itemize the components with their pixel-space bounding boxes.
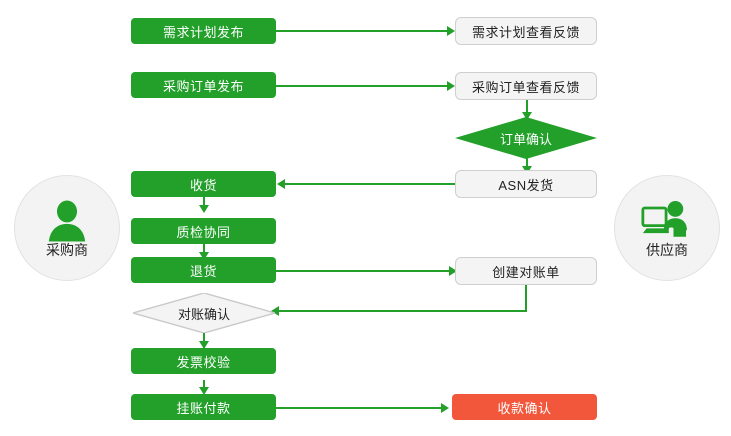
arrowhead-purchase-order	[447, 81, 455, 91]
person-icon	[48, 199, 86, 242]
arrowhead-invoice-to-payment	[199, 387, 209, 395]
node-receive-goods[interactable]: 收货	[131, 171, 276, 197]
person-at-computer-icon	[641, 200, 687, 238]
node-create-reconciliation-sheet[interactable]: 创建对账单	[455, 257, 597, 285]
node-label: 需求计划发布	[162, 24, 244, 40]
node-asn-shipment[interactable]: ASN发货	[455, 170, 597, 198]
node-label: 退货	[189, 263, 217, 279]
node-demand-plan-publish[interactable]: 需求计划发布	[131, 18, 276, 44]
arrowhead-receive-to-qc	[199, 205, 209, 213]
connector-recon-to-invoice	[203, 332, 205, 348]
node-invoice-verify[interactable]: 发票校验	[131, 348, 276, 374]
connector-demand-plan	[276, 30, 448, 32]
connector-payment-to-receipt	[276, 407, 442, 409]
node-demand-plan-view-feedback[interactable]: 需求计划查看反馈	[455, 17, 597, 45]
actor-supplier[interactable]: 供应商	[614, 175, 720, 281]
connector-qc-to-return	[203, 244, 205, 258]
connector-receive-to-qc	[203, 197, 205, 211]
arrowhead-asn-to-receive	[277, 179, 285, 189]
connector-purchase-order	[276, 85, 448, 87]
arrowhead-return-to-recon-sheet	[449, 266, 457, 276]
actor-buyer-label: 采购商	[46, 241, 88, 258]
arrowhead-recon-to-invoice	[199, 341, 209, 349]
node-label: 挂账付款	[176, 400, 231, 416]
node-payment-receipt-confirm[interactable]: 收款确认	[452, 394, 597, 420]
node-label: 需求计划查看反馈	[471, 24, 580, 40]
node-purchase-order-view-feedback[interactable]: 采购订单查看反馈	[455, 72, 597, 100]
node-label: 对账确认	[177, 306, 230, 322]
connector-invoice-to-payment	[203, 380, 205, 393]
node-payable-payment[interactable]: 挂账付款	[131, 394, 276, 420]
diamond-shape	[133, 293, 275, 333]
node-label: 订单确认	[499, 131, 552, 147]
arrowhead-demand-plan	[447, 26, 455, 36]
node-label: 收货	[189, 177, 217, 193]
connector-asn-to-receive	[284, 183, 456, 185]
node-return-goods[interactable]: 退货	[131, 257, 276, 283]
actor-supplier-label: 供应商	[646, 241, 688, 258]
connector-order-to-confirm	[526, 100, 528, 118]
arrowhead-qc-to-return	[199, 252, 209, 260]
node-label: 质检协同	[176, 224, 231, 240]
connector-return-to-recon-sheet	[276, 270, 450, 272]
arrowhead-recon-sheet-to-confirm	[271, 306, 279, 316]
node-quality-inspection[interactable]: 质检协同	[131, 218, 276, 244]
node-label: 收款确认	[497, 400, 552, 416]
actor-buyer[interactable]: 采购商	[14, 175, 120, 281]
connector-recon-sheet-left	[278, 310, 527, 312]
arrowhead-order-to-confirm	[522, 112, 532, 120]
arrowhead-payment-to-receipt	[441, 403, 449, 413]
node-label: ASN发货	[498, 177, 554, 193]
node-label: 采购订单查看反馈	[471, 79, 580, 95]
diamond-shape	[455, 117, 597, 159]
node-label: 采购订单发布	[162, 78, 244, 94]
node-label: 发票校验	[176, 354, 231, 370]
node-order-confirm[interactable]: 订单确认	[455, 117, 597, 159]
connector-recon-sheet-down	[525, 285, 527, 311]
node-purchase-order-publish[interactable]: 采购订单发布	[131, 72, 276, 98]
node-label: 创建对账单	[492, 264, 560, 280]
node-reconciliation-confirm[interactable]: 对账确认	[133, 293, 275, 333]
